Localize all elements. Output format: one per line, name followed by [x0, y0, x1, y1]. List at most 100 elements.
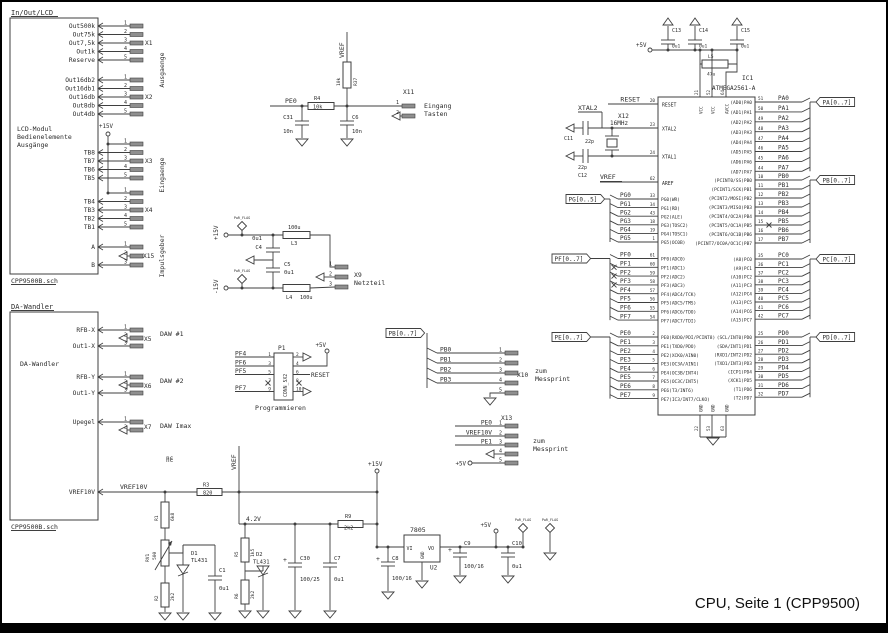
- component-value: 47u: [707, 72, 716, 78]
- power-label: -15V: [213, 279, 220, 294]
- connector-pad: [504, 360, 519, 366]
- ic-pin-name: (PCINT7/OC0A/OC1C)PB7: [695, 241, 752, 247]
- net-label: TB4: [84, 199, 95, 206]
- connector-pad: [129, 244, 144, 250]
- pin-number: 11: [758, 183, 764, 189]
- net-label: PD7: [778, 390, 789, 397]
- net-label: VREF: [338, 42, 346, 58]
- pin-number: 50: [758, 106, 764, 112]
- connector-pad: [504, 370, 519, 376]
- bus-tap: [801, 127, 811, 133]
- gnd-left-arrow-icon: [244, 255, 255, 265]
- ground-arrow-icon: [238, 610, 252, 619]
- component-value: 100/16: [464, 564, 484, 570]
- polarity-plus: +: [283, 556, 287, 564]
- component-value: 2k2: [344, 526, 353, 532]
- bus-tag: [565, 194, 606, 204]
- ground-arrow-icon: [158, 612, 172, 621]
- power-flag-label: PwR_FLAG: [515, 518, 531, 522]
- net-label: Out1-Y: [73, 390, 96, 397]
- capacitor-ref: C30: [300, 556, 310, 562]
- inductor-ref: L4: [286, 295, 292, 301]
- sheet-inner-text: LCD-Modul: [17, 125, 52, 133]
- pin-number: 10: [758, 174, 764, 180]
- pin-number: 1: [396, 100, 399, 106]
- connector-pad: [129, 190, 144, 196]
- ic-pin-name: RESET: [662, 103, 677, 109]
- component-value: 1k5: [250, 548, 256, 557]
- net-label: Upegel: [73, 419, 96, 426]
- net-label: PF6: [620, 305, 631, 312]
- bus-tap: [609, 315, 619, 321]
- connector-pad: [129, 150, 144, 155]
- net-label: PE0: [481, 420, 492, 427]
- pin-number: 1: [329, 262, 332, 268]
- net-label: PF6: [235, 360, 246, 367]
- pin-number: 55: [650, 306, 656, 312]
- gnd-right-arrow-icon: [302, 386, 313, 397]
- component-value: 820: [203, 491, 212, 497]
- wire: [309, 286, 336, 289]
- nc-x-icon: [611, 273, 617, 279]
- pin-number: 32: [758, 391, 764, 397]
- ic-pin-name: (A15)PC7: [730, 317, 752, 323]
- sheet-name: DA-Wandler: [11, 303, 53, 311]
- pin-number: 62: [650, 176, 656, 182]
- pin-number: 13: [758, 201, 764, 207]
- regulator-ref: U2: [430, 565, 438, 572]
- connector-ref: X15: [143, 253, 154, 260]
- bus-tag: [815, 254, 856, 264]
- net-label: VREF: [230, 454, 238, 470]
- pin-number: 2: [124, 196, 127, 202]
- bottom-bar: [0, 623, 888, 633]
- ground-arrow-icon: [706, 437, 720, 446]
- connector-pad: [129, 390, 144, 396]
- pin-number: 37: [758, 270, 764, 276]
- ic-ref: IC1: [742, 75, 753, 82]
- connector-pad: [129, 419, 144, 425]
- net-label: TB6: [84, 167, 95, 174]
- nc-x-icon: [265, 380, 271, 386]
- pin-number: 40: [758, 296, 764, 302]
- connector-pad: [129, 57, 144, 63]
- ic-pin-name: VCC: [711, 106, 716, 114]
- connector-pad: [129, 374, 144, 380]
- ic-pin-name: (T1)PD6: [733, 387, 752, 393]
- pin-number: 5: [652, 358, 655, 364]
- pin-number: 39: [758, 288, 764, 294]
- ic-pin-name: PE6(T3/INT6): [661, 388, 694, 394]
- ic-pin-name: PF1(ADC1): [661, 266, 685, 272]
- net-label: TB2: [84, 216, 95, 223]
- ground-arrow-icon: [543, 552, 557, 561]
- component-value: 2k2: [170, 592, 176, 601]
- pin-number: 5: [268, 370, 271, 376]
- net-label: PE2: [620, 348, 631, 355]
- resistor-ref: R37: [353, 77, 359, 86]
- pin-number: 53: [706, 425, 711, 431]
- pin-number: 29: [758, 366, 764, 372]
- pin-number: 2: [124, 83, 127, 89]
- pin-number: 52: [706, 89, 711, 95]
- connector-pad: [129, 167, 144, 172]
- connector-pad: [129, 427, 144, 433]
- net-label: PB2: [440, 367, 451, 374]
- junction-dot: [106, 191, 110, 195]
- bus-tag-label: PD[0..7]: [823, 334, 852, 341]
- ic-pin-name: (A12)PC4: [730, 292, 752, 298]
- junction-dot: [494, 545, 498, 549]
- pin-number: 43: [650, 210, 656, 216]
- bus-tap: [609, 385, 619, 391]
- connector-pad: [129, 207, 144, 213]
- ground-arrow-icon: [483, 397, 497, 406]
- component-value: 0u1: [284, 270, 294, 276]
- net-label: Out7,5k: [69, 40, 95, 47]
- ic-pin-name: (AD0)PA0: [730, 100, 752, 106]
- net-label: PA6: [778, 155, 789, 162]
- ic-pin-name: (RXD1/INT2)PD2: [714, 352, 752, 358]
- net-label: PC4: [778, 287, 789, 294]
- net-label: PB3: [440, 377, 451, 384]
- net-label: RFB-X: [76, 327, 95, 334]
- pin-number: 44: [758, 166, 764, 172]
- bus-tap: [426, 347, 438, 354]
- connector-note: zum: [533, 437, 545, 445]
